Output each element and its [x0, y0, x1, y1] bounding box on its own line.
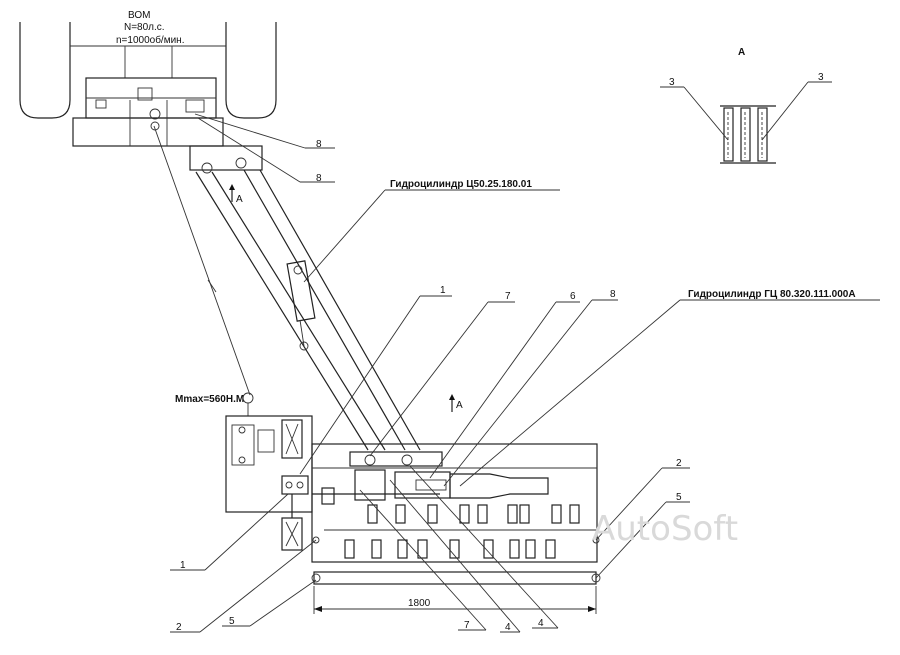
callout-cylinder-upper: Гидроцилиндр Ц50.25.180.01: [390, 179, 532, 190]
pto-power: N=80л.с.: [124, 22, 165, 33]
width-dimension: 1800: [313, 586, 597, 614]
blade-row-upper: [367, 504, 580, 524]
view-a-label-right: 3: [818, 72, 824, 83]
callout-7-bottom: 7: [464, 620, 470, 631]
rear-roller: [313, 571, 597, 585]
upper-hydraulic-cylinder: [286, 260, 316, 322]
blade-row-lower: [344, 539, 556, 559]
callout-1-top: 1: [440, 285, 446, 296]
left-wheel: [19, 22, 71, 119]
callout-8-mid: 8: [610, 289, 616, 300]
callout-1-bottom: 1: [180, 560, 186, 571]
width-dimension-value: 1800: [408, 598, 431, 609]
view-a-detail: А 3 3: [660, 47, 832, 164]
pto-label: ВОМ: [128, 10, 150, 21]
callout-cylinder-lower: Гидроцилиндр ГЦ 80.320.111.000А: [688, 289, 856, 300]
callout-8-upper: 8: [316, 139, 322, 150]
drive-shaft: [153, 125, 251, 396]
lift-bracket: [189, 145, 263, 171]
watermark: AutoSoft: [592, 509, 738, 549]
callout-2-right: 2: [676, 458, 682, 469]
callout-5-bottom: 5: [229, 616, 235, 627]
lower-cylinder-mount: [349, 451, 443, 467]
callout-2-bottom: 2: [176, 622, 182, 633]
view-a-label-left: 3: [669, 77, 675, 88]
gearbox: [225, 415, 313, 551]
view-a-title: А: [738, 47, 745, 58]
callout-6-top: 6: [570, 291, 576, 302]
hitch-plate: [72, 117, 224, 147]
pto-header-text: ВОМ N=80л.с. n=1000об/мин.: [116, 10, 184, 46]
pto-speed: n=1000об/мин.: [116, 34, 184, 46]
moment-label: Mmax=560Н.М: [175, 394, 244, 405]
mower-deck: [311, 443, 598, 563]
right-wheel: [225, 22, 277, 119]
tractor-rear: [19, 22, 277, 174]
arrow-a-upper: А: [236, 194, 243, 205]
mower-frame: [311, 443, 601, 585]
callout-4-bottom-a: 4: [505, 622, 511, 633]
callout-8-lower: 8: [316, 173, 322, 184]
lift-linkage: [153, 125, 421, 451]
arrow-a-mid: А: [456, 400, 463, 411]
callout-4-bottom-b: 4: [538, 618, 544, 629]
callout-5-right: 5: [676, 492, 682, 503]
callout-7-top: 7: [505, 291, 511, 302]
